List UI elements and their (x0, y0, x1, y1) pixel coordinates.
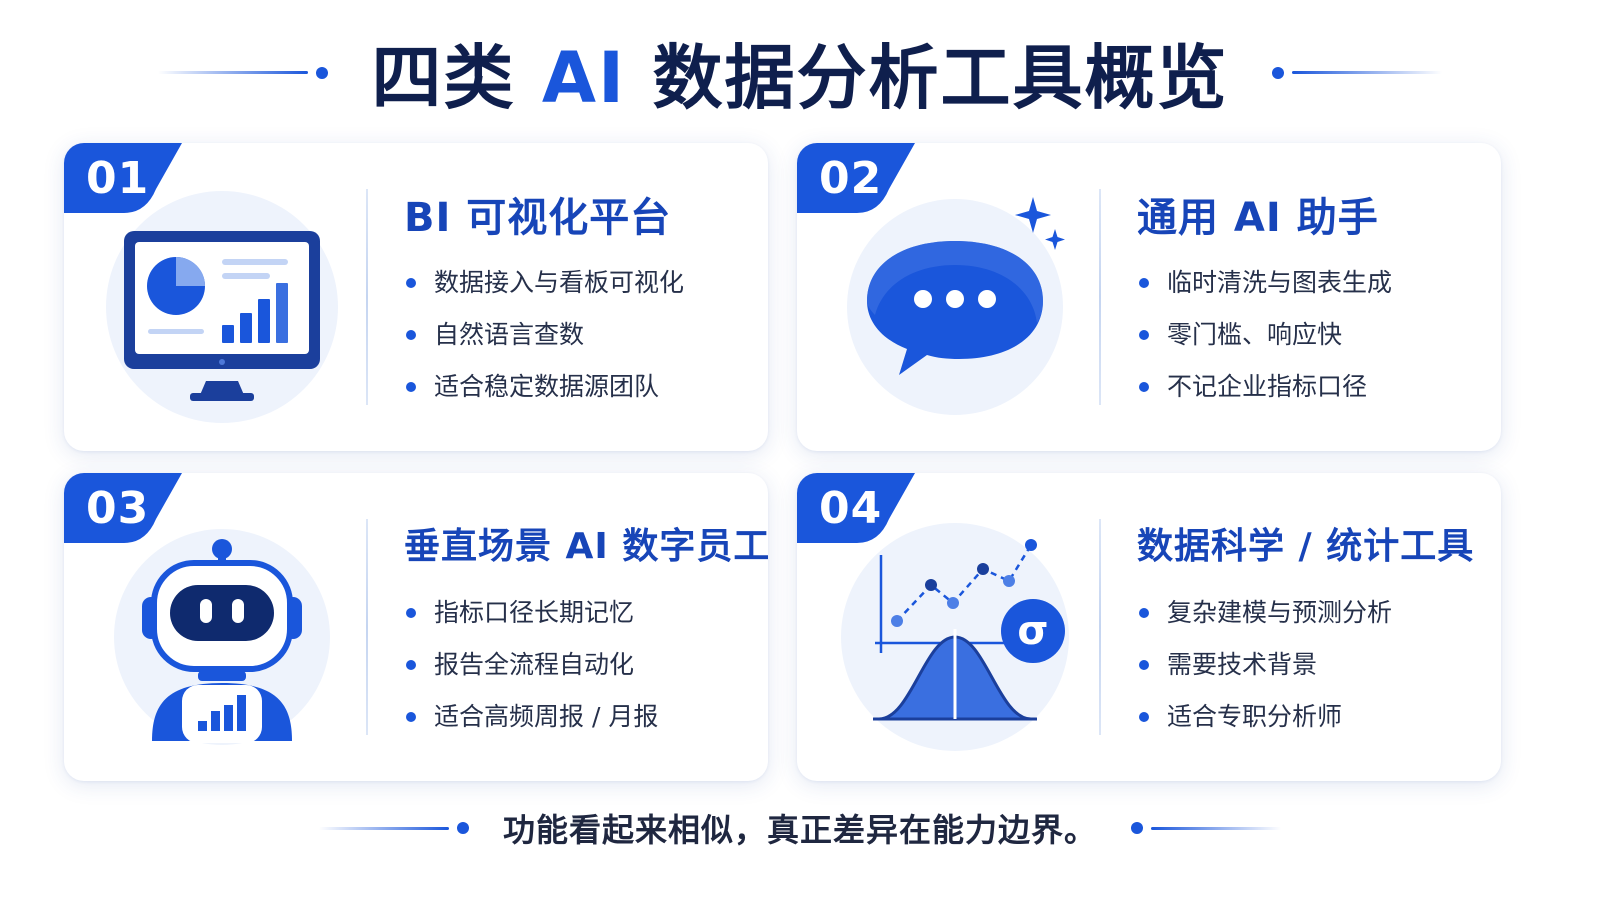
title-deco-line-left (157, 71, 308, 74)
bullet-item: 适合专职分析师 (1137, 699, 1392, 751)
chat-bubble-icon (837, 189, 1073, 425)
card-badge: 04 (797, 473, 915, 543)
title-suffix: 数据分析工具概览 (626, 37, 1229, 119)
card-number: 02 (819, 153, 883, 204)
title-deco-dot-right (1272, 66, 1285, 79)
title-ai: AI (541, 37, 627, 119)
bullet-item: 数据接入与看板可视化 (404, 265, 684, 317)
footer-text: 功能看起来相似，真正差异在能力边界。 (502, 811, 1097, 849)
footer-deco-line-left (318, 826, 449, 830)
title-prefix: 四类 (371, 37, 542, 119)
footer-deco-dot-right (1131, 822, 1143, 834)
card-title: BI 可视化平台 (404, 195, 672, 241)
card-data-science-tools: 04 σ 数据科学 / 统计工具 复杂建模与预测分析 需要技术背景 适合专职分析… (797, 473, 1501, 781)
card-badge: 03 (64, 473, 182, 543)
title-deco-line-right (1292, 71, 1443, 74)
card-general-ai-assistant: 02 通用 AI 助手 临时清洗与图表生成 零门槛、响应快 不记企业指标口径 (797, 143, 1501, 451)
card-bullet-list: 数据接入与看板可视化 自然语言查数 适合稳定数据源团队 (404, 265, 684, 421)
card-divider (366, 189, 368, 405)
statistics-chart-icon: σ (837, 519, 1073, 755)
footer-row: 功能看起来相似，真正差异在能力边界。 (0, 798, 1600, 858)
card-bi-platform: 01 BI 可视化平台 数据接入与看板可视化 自然语言查数 适合稳定数据源团队 (64, 143, 768, 451)
bullet-item: 临时清洗与图表生成 (1137, 265, 1392, 317)
title-deco-dot-left (315, 66, 328, 79)
monitor-dashboard-icon (104, 189, 340, 425)
card-bullet-list: 指标口径长期记忆 报告全流程自动化 适合高频周报 / 月报 (404, 595, 658, 751)
bullet-item: 零门槛、响应快 (1137, 317, 1392, 369)
robot-icon (104, 519, 340, 755)
bullet-item: 适合高频周报 / 月报 (404, 699, 658, 751)
footer-deco-dot-left (456, 822, 469, 834)
card-title: 数据科学 / 统计工具 (1137, 526, 1475, 567)
card-title: 垂直场景 AI 数字员工 (404, 526, 768, 567)
card-bullet-list: 复杂建模与预测分析 需要技术背景 适合专职分析师 (1137, 595, 1392, 751)
bullet-item: 报告全流程自动化 (404, 647, 658, 699)
card-bullet-list: 临时清洗与图表生成 零门槛、响应快 不记企业指标口径 (1137, 265, 1392, 421)
bullet-item: 复杂建模与预测分析 (1137, 595, 1392, 647)
bullet-item: 不记企业指标口径 (1137, 369, 1392, 421)
card-divider (1099, 519, 1101, 735)
card-number: 01 (86, 153, 150, 204)
card-vertical-ai-worker: 03 垂直场景 AI 数字员工 指标口径长期记忆 报告全流程自动化 适合高频周报… (64, 473, 768, 781)
page-title: 四类 AI 数据分析工具概览 (372, 22, 1229, 123)
card-badge: 02 (797, 143, 915, 213)
card-number: 04 (819, 483, 883, 534)
svg-text:σ: σ (1017, 608, 1048, 654)
title-row: 四类 AI 数据分析工具概览 (0, 25, 1600, 120)
card-badge: 01 (64, 143, 182, 213)
bullet-item: 自然语言查数 (404, 317, 684, 369)
card-title: 通用 AI 助手 (1137, 195, 1379, 241)
bullet-item: 适合稳定数据源团队 (404, 369, 684, 421)
footer-deco-line-right (1151, 826, 1281, 830)
bullet-item: 指标口径长期记忆 (404, 595, 658, 647)
bullet-item: 需要技术背景 (1137, 647, 1392, 699)
card-divider (366, 519, 368, 735)
card-divider (1099, 189, 1101, 405)
card-number: 03 (86, 483, 150, 534)
